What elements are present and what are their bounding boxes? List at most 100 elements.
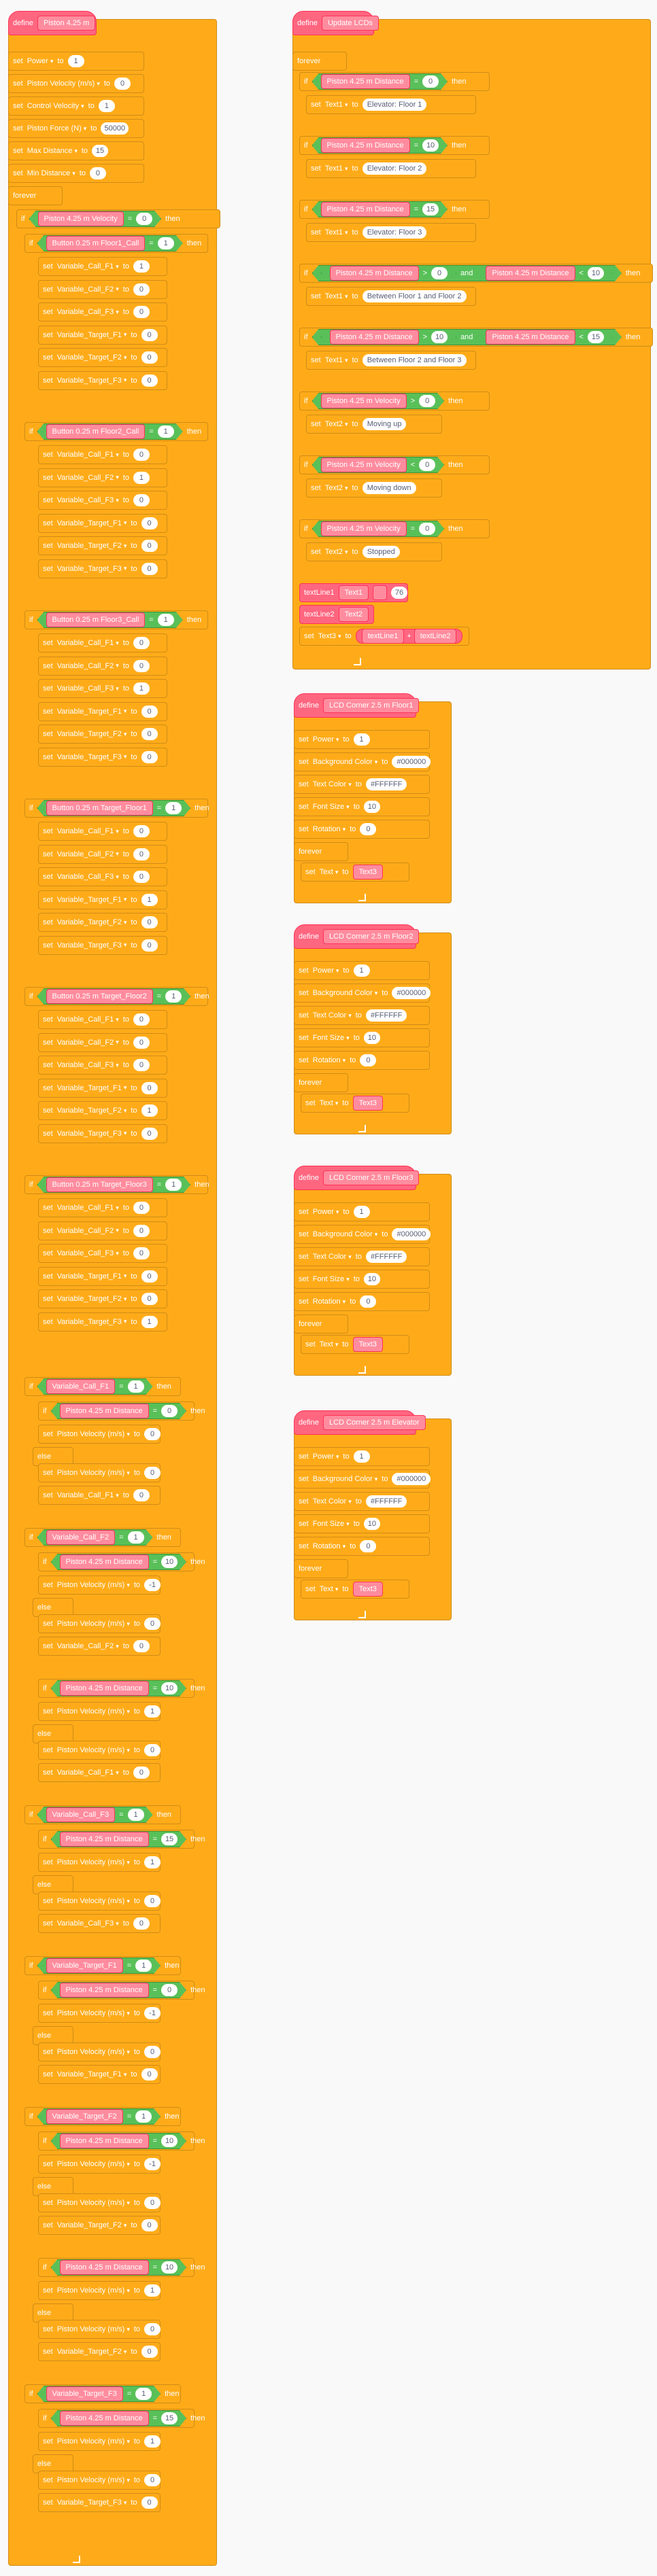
number-input[interactable]: 15 — [588, 331, 604, 343]
number-input[interactable]: 1 — [353, 1450, 370, 1463]
boolean-block[interactable]: Piston 4.25 m Distance=10 — [51, 1554, 187, 1570]
number-input[interactable]: 0 — [114, 77, 131, 90]
number-input[interactable]: 1 — [128, 1380, 144, 1393]
reporter-block[interactable]: Piston 4.25 m Distance — [60, 2260, 149, 2275]
number-input[interactable]: 0 — [419, 395, 435, 407]
variable-dropdown[interactable]: Variable_Call_F2 — [57, 1227, 119, 1235]
number-input[interactable]: 1 — [144, 2284, 161, 2297]
number-input[interactable]: 1 — [67, 55, 84, 67]
number-input[interactable]: 1 — [133, 471, 150, 484]
boolean-block[interactable]: Button 0.25 m Floor3_Call=1 — [37, 612, 183, 628]
number-input[interactable]: 0 — [136, 213, 152, 225]
number-input[interactable]: 0 — [161, 1405, 178, 1417]
text-input[interactable]: #FFFFFF — [365, 778, 407, 790]
number-input[interactable]: 50000 — [101, 122, 129, 135]
reporter-block[interactable] — [372, 585, 388, 600]
number-input[interactable]: 0 — [360, 823, 377, 835]
number-input[interactable]: 1 — [158, 614, 174, 626]
set-block[interactable]: setPowerto1 — [294, 730, 430, 749]
set-block[interactable]: setTexttoText3 — [301, 1580, 409, 1599]
number-input[interactable]: 0 — [141, 562, 158, 575]
reporter-block[interactable]: Text3 — [352, 1096, 383, 1111]
number-input[interactable]: 10 — [363, 1032, 380, 1044]
number-input[interactable]: 1 — [144, 1856, 161, 1868]
text-input[interactable]: #000000 — [392, 1228, 431, 1240]
boolean-block[interactable]: Piston 4.25 m Velocity=0 — [29, 211, 162, 227]
variable-dropdown[interactable]: Text2 — [325, 420, 348, 428]
number-input[interactable]: 0 — [133, 494, 150, 506]
variable-dropdown[interactable]: Background Color — [313, 758, 378, 766]
number-input[interactable]: 0 — [360, 1054, 377, 1066]
number-input[interactable]: 0 — [144, 1895, 161, 1907]
number-input[interactable]: 0 — [141, 1127, 158, 1140]
variable-dropdown[interactable]: Text Color — [313, 780, 352, 788]
boolean-block[interactable]: Button 0.25 m Floor2_Call=1 — [37, 423, 183, 440]
variable-dropdown[interactable]: Font Size — [313, 1275, 350, 1283]
number-input[interactable]: 0 — [141, 939, 158, 952]
variable-dropdown[interactable]: Text — [320, 868, 339, 876]
variable-dropdown[interactable]: Variable_Target_F3 — [57, 377, 127, 385]
variable-dropdown[interactable]: Piston Velocity (m/s) — [57, 2325, 130, 2333]
number-input[interactable]: 10 — [161, 1556, 178, 1568]
boolean-block[interactable]: Button 0.25 m Target_Floor1=1 — [37, 800, 191, 816]
text-input[interactable]: Elevator: Floor 3 — [362, 226, 427, 239]
boolean-block[interactable]: Variable_Call_F3=1 — [37, 1807, 153, 1823]
reporter-block[interactable]: Button 0.25 m Target_Floor3 — [46, 1177, 153, 1192]
variable-dropdown[interactable]: Piston Force (N) — [27, 124, 87, 133]
variable-dropdown[interactable]: Piston Velocity (m/s) — [57, 2009, 130, 2017]
text-input[interactable]: #FFFFFF — [365, 1495, 407, 1508]
number-input[interactable]: 0 — [141, 1081, 158, 1094]
number-input[interactable]: 0 — [144, 1618, 161, 1630]
variable-dropdown[interactable]: Rotation — [313, 1056, 346, 1064]
variable-dropdown[interactable]: Font Size — [313, 803, 350, 811]
variable-dropdown[interactable]: Background Color — [313, 1230, 378, 1238]
number-input[interactable]: 0 — [141, 2068, 158, 2081]
else-label[interactable]: else — [33, 2454, 73, 2473]
set-block[interactable]: setRotationto0 — [294, 1537, 430, 1556]
boolean-block[interactable]: Piston 4.25 m Distance=15 — [51, 1831, 187, 1847]
number-input[interactable]: 0 — [133, 1202, 150, 1214]
number-input[interactable]: 10 — [431, 331, 448, 343]
variable-dropdown[interactable]: Piston Velocity (m/s) — [57, 2048, 130, 2056]
number-input[interactable]: 1 — [135, 2110, 152, 2123]
variable-dropdown[interactable]: Variable_Target_F3 — [57, 1130, 127, 1138]
boolean-block[interactable]: Piston 4.25 m Distance=10 — [51, 1680, 187, 1696]
number-input[interactable]: 0 — [133, 1036, 150, 1049]
variable-dropdown[interactable]: Text1 — [325, 292, 348, 300]
reporter-block[interactable]: Piston 4.25 m Velocity — [38, 211, 124, 226]
variable-dropdown[interactable]: Variable_Target_F1 — [57, 896, 127, 904]
variable-dropdown[interactable]: Text2 — [325, 548, 348, 556]
variable-dropdown[interactable]: Piston Velocity (m/s) — [57, 1581, 130, 1589]
else-label[interactable]: else — [33, 2303, 73, 2322]
variable-dropdown[interactable]: Max Distance — [27, 147, 78, 155]
number-input[interactable]: 0 — [133, 1224, 150, 1237]
reporter-block[interactable]: Button 0.25 m Floor2_Call — [46, 424, 146, 439]
